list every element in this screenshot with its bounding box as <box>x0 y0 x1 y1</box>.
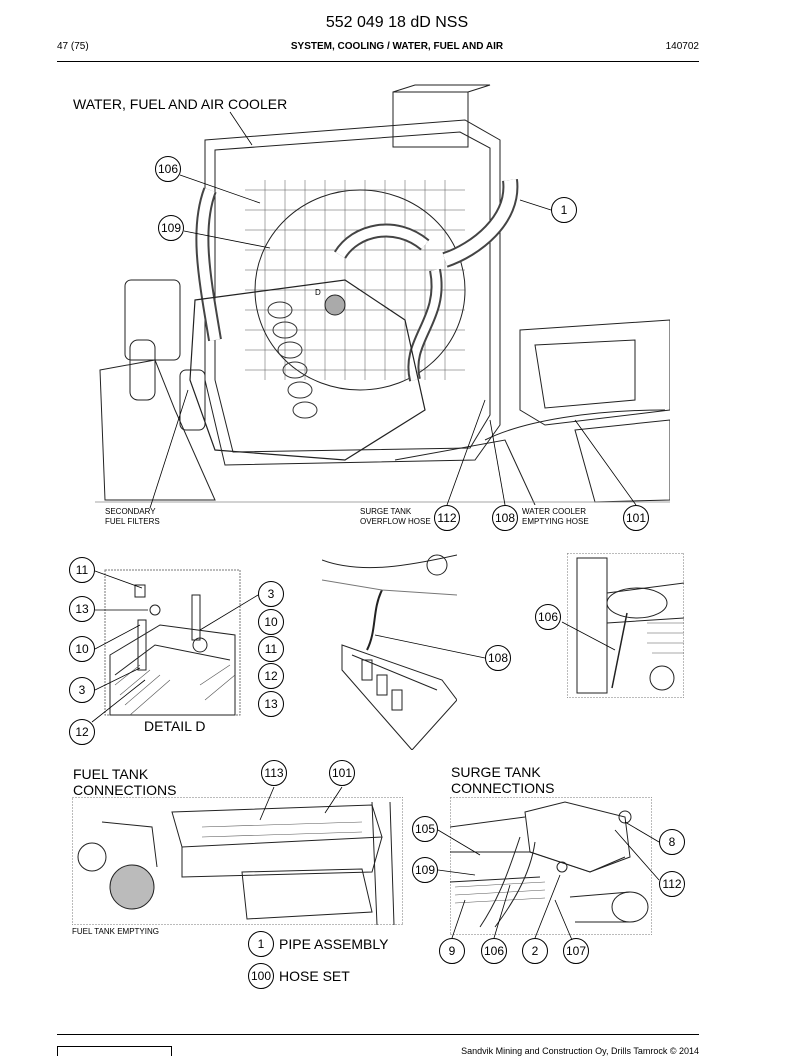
center-leader <box>374 634 486 659</box>
fuel-tank-leaders <box>259 786 343 821</box>
callout-112: 112 <box>434 505 460 531</box>
detail-d-illustration <box>104 569 241 716</box>
callout-1: 1 <box>551 197 577 223</box>
callout-105: 105 <box>412 816 438 842</box>
copyright-text: Sandvik Mining and Construction Oy, Dril… <box>461 1046 699 1056</box>
callout-10-right: 10 <box>258 609 284 635</box>
center-detail-illustration <box>322 554 457 750</box>
fuel-tank-emptying-label: FUEL TANK EMPTYING <box>72 927 159 936</box>
detail-d-label: DETAIL D <box>144 718 206 734</box>
callout-106-right: 106 <box>535 604 561 630</box>
surge-tank-title: SURGE TANK CONNECTIONS <box>451 764 555 796</box>
callout-101: 101 <box>623 505 649 531</box>
callout-3-left: 3 <box>69 677 95 703</box>
water-cooler-hose-label: WATER COOLER EMPTYING HOSE <box>522 507 589 526</box>
callout-106-surge: 106 <box>481 938 507 964</box>
header-rule <box>57 61 699 62</box>
callout-109: 109 <box>158 215 184 241</box>
document-number: 552 049 18 dD NSS <box>325 14 469 31</box>
document-code: 140702 <box>665 41 699 52</box>
callout-113: 113 <box>261 760 287 786</box>
callout-10-left: 10 <box>69 636 95 662</box>
brand-logo <box>57 1046 172 1056</box>
callout-106: 106 <box>155 156 181 182</box>
callout-13-right: 13 <box>258 691 284 717</box>
callout-12-right: 12 <box>258 663 284 689</box>
surge-tank-leaders <box>437 821 660 941</box>
right-detail-illustration <box>567 553 684 698</box>
callout-107: 107 <box>563 938 589 964</box>
page-number: 47 (75) <box>57 41 89 52</box>
fuel-tank-title: FUEL TANK CONNECTIONS <box>73 766 177 798</box>
legend-text-100: HOSE SET <box>279 968 350 984</box>
callout-109-surge: 109 <box>412 857 438 883</box>
main-engine-illustration: D <box>95 84 670 505</box>
callout-11-left: 11 <box>69 557 95 583</box>
legend-num-100: 100 <box>248 963 274 989</box>
callout-12-left: 12 <box>69 719 95 745</box>
callout-2: 2 <box>522 938 548 964</box>
callout-3-right: 3 <box>258 581 284 607</box>
legend-num-1: 1 <box>248 931 274 957</box>
callout-11-right: 11 <box>258 636 284 662</box>
callout-108-center: 108 <box>485 645 511 671</box>
callout-112-surge: 112 <box>659 871 685 897</box>
callout-9: 9 <box>439 938 465 964</box>
callout-101-fuel: 101 <box>329 760 355 786</box>
footer-rule <box>57 1034 699 1035</box>
callout-8: 8 <box>659 829 685 855</box>
right-leader <box>561 621 616 651</box>
callout-13-left: 13 <box>69 596 95 622</box>
main-leader-lines <box>149 111 637 509</box>
callout-108: 108 <box>492 505 518 531</box>
legend-text-1: PIPE ASSEMBLY <box>279 936 389 952</box>
detail-d-leaders <box>91 570 259 723</box>
page-title: SYSTEM, COOLING / WATER, FUEL AND AIR <box>290 41 504 52</box>
secondary-filters-label: SECONDARY FUEL FILTERS <box>105 507 160 526</box>
fuel-tank-illustration <box>72 797 403 925</box>
main-view-title: WATER, FUEL AND AIR COOLER <box>73 96 288 112</box>
svg-text:D: D <box>315 288 321 297</box>
surge-tank-hose-label: SURGE TANK OVERFLOW HOSE <box>360 507 431 526</box>
